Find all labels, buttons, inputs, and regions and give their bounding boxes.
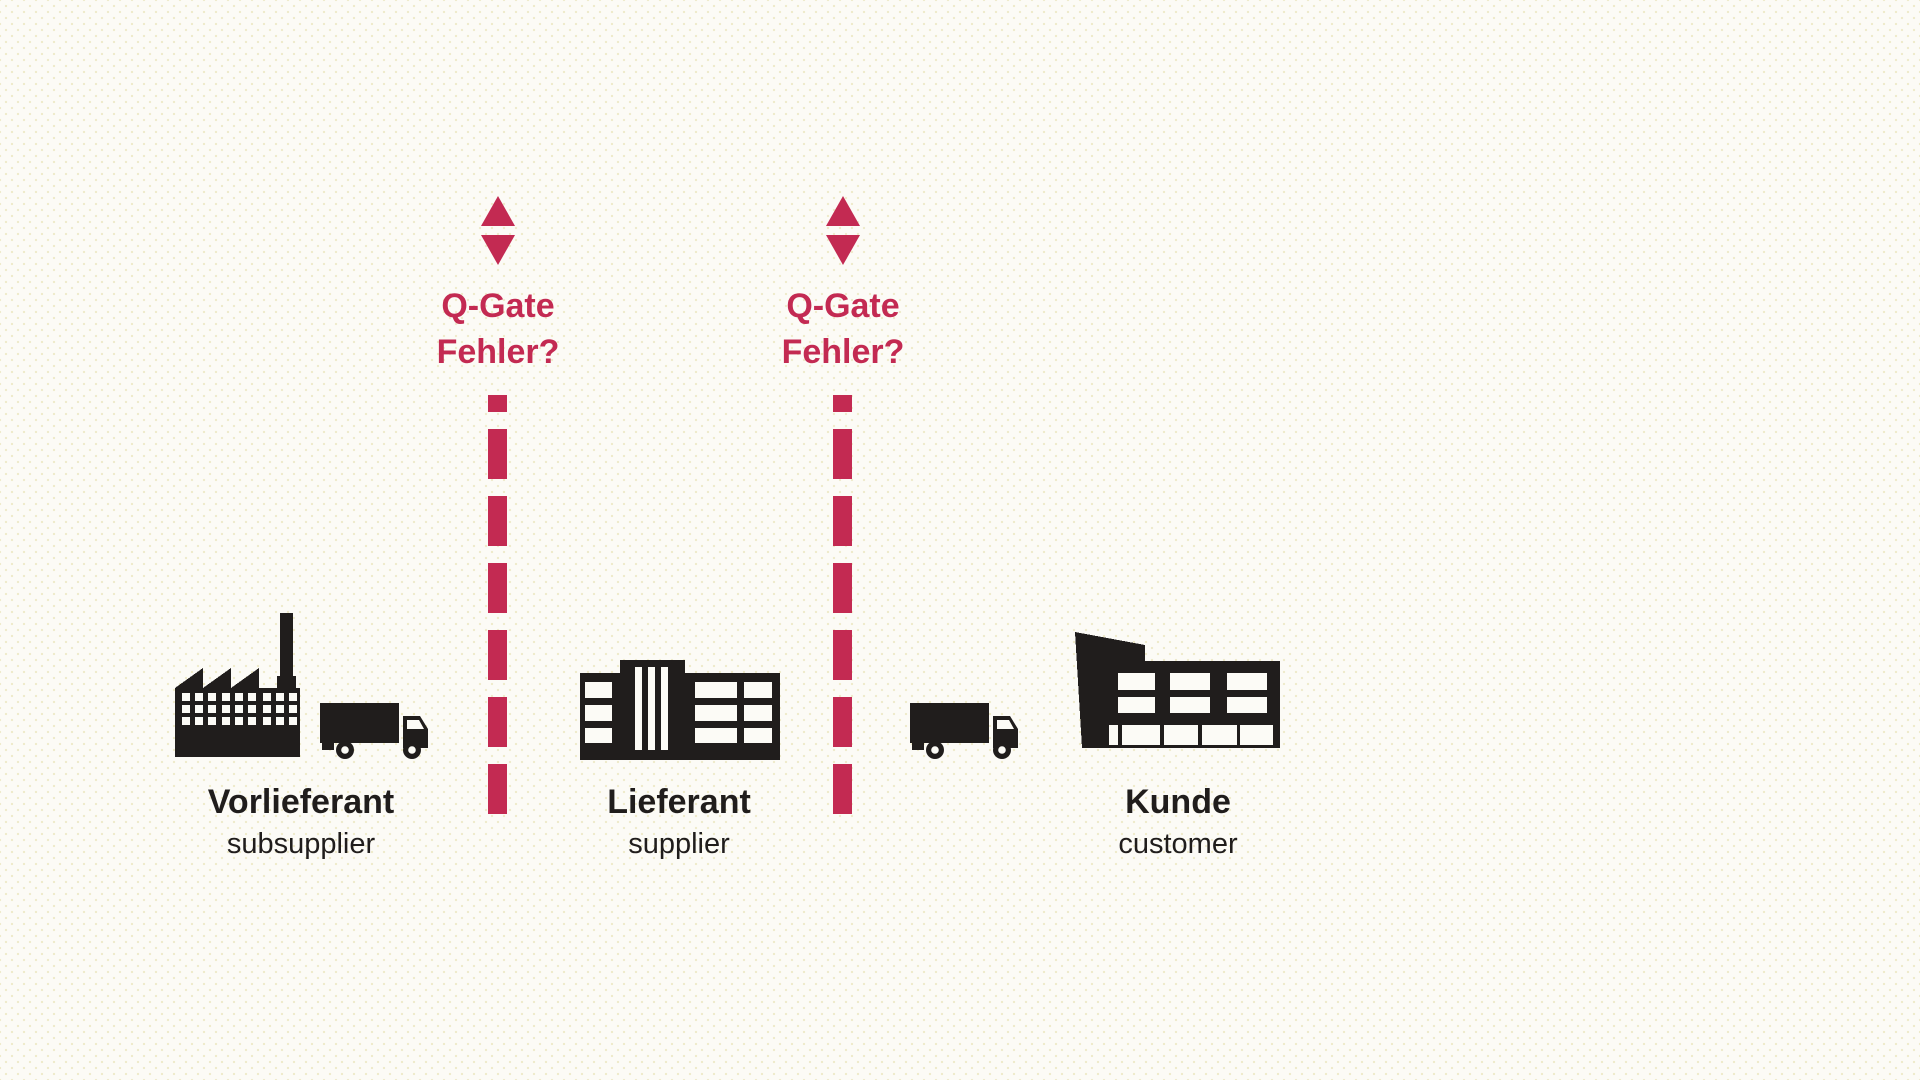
q-gate-label: Q-Gate Fehler? [378, 283, 618, 375]
q-gate-label-line2: Fehler? [781, 333, 905, 371]
delivery-truck-icon [320, 703, 428, 759]
entity-label-vorlieferant: Vorlieferant subsupplier [141, 783, 461, 862]
entity-title: Kunde [1125, 783, 1231, 821]
office-building-icon [580, 660, 780, 760]
entity-title: Lieferant [607, 783, 751, 821]
q-gate-dashed-line [833, 395, 852, 821]
factory-icon [175, 613, 300, 757]
entity-title: Vorlieferant [207, 783, 395, 821]
q-gate-label-line1: Q-Gate [786, 287, 900, 325]
entity-subtitle: customer [1118, 828, 1238, 860]
q-gate-label-line1: Q-Gate [441, 287, 555, 325]
entity-label-kunde: Kunde customer [1018, 783, 1338, 862]
entity-subtitle: supplier [628, 828, 730, 860]
q-gate-dashed-line [488, 395, 507, 821]
up-down-arrow-icon [826, 196, 860, 265]
company-building-icon [1075, 632, 1280, 748]
entity-label-lieferant: Lieferant supplier [519, 783, 839, 862]
entity-subtitle: subsupplier [226, 828, 376, 860]
delivery-truck-icon [910, 703, 1018, 759]
q-gate-label: Q-Gate Fehler? [723, 283, 963, 375]
q-gate-label-line2: Fehler? [436, 333, 560, 371]
up-down-arrow-icon [481, 196, 515, 265]
